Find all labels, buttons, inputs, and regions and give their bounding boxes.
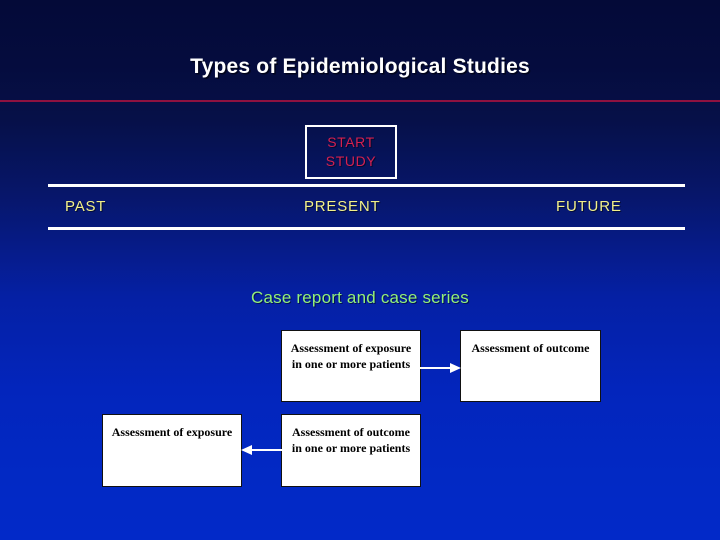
timeline-rule-bottom [48,227,685,230]
timeline-rule-top [48,184,685,187]
timeline-label-future: FUTURE [556,198,622,215]
box-assessment-of-exposure: Assessment of exposure [102,414,242,487]
start-study-line-2: STUDY [325,153,377,169]
box-assessment-of-exposure-in-one-or-more-patients: Assessment of exposure in one or more pa… [281,330,421,402]
start-study-box: START STUDY [305,125,397,179]
start-study-line-1: START [327,134,375,151]
box-label: Assessment of exposure in one or more pa… [290,341,412,372]
box-label: Assessment of outcome [471,341,590,355]
arrow-right-icon [420,361,462,375]
box-label: Assessment of exposure [111,425,233,439]
box-label: Assessment of outcome in one or more pat… [291,425,411,456]
section-heading: Case report and case series [250,288,469,307]
arrow-left-icon [240,443,282,457]
page-title: Types of Epidemiological Studies [190,55,530,78]
timeline-label-past: PAST [65,198,107,215]
box-assessment-of-outcome-in-one-or-more-patients: Assessment of outcome in one or more pat… [281,414,421,487]
title-divider-rule [0,100,720,102]
box-assessment-of-outcome: Assessment of outcome [460,330,601,402]
timeline-label-present: PRESENT [304,198,381,215]
